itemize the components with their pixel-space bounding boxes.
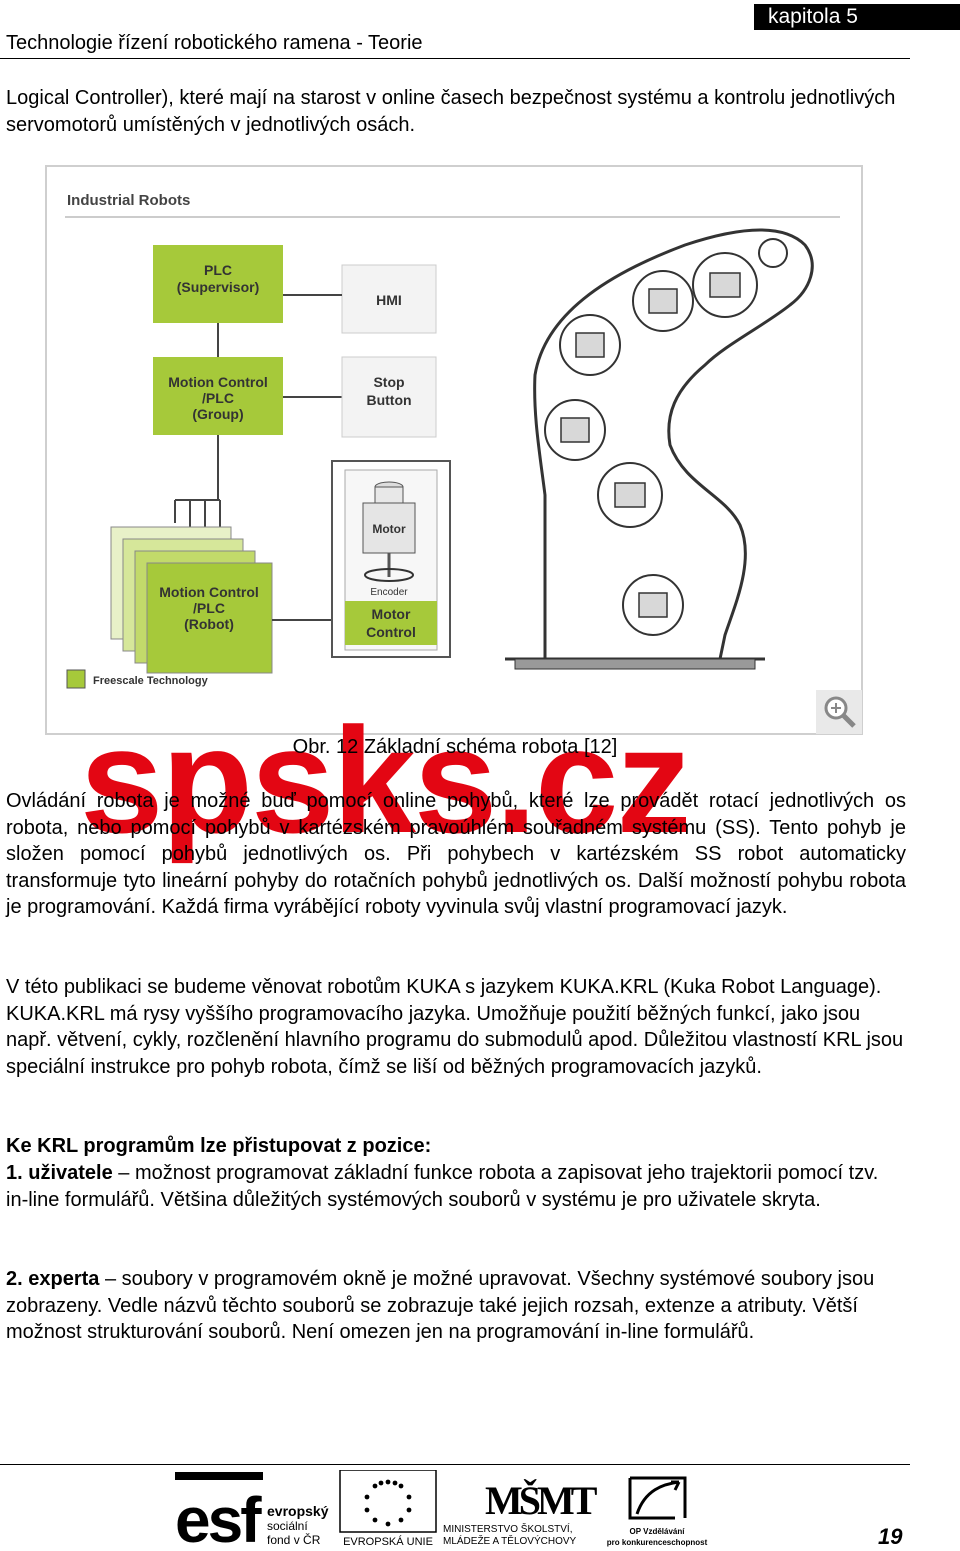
intro-paragraph: Logical Controller), které mají na staro… <box>6 87 896 136</box>
encoder-label: Encoder <box>370 587 408 598</box>
motion-group-box <box>153 357 283 435</box>
op-text-2: pro konkurenceschopnost <box>607 1538 708 1547</box>
access-heading: Ke KRL programům lze přistupovat z pozic… <box>6 1135 432 1157</box>
access-item-user: 1. uživatele – možnost programovat zákla… <box>6 1160 906 1213</box>
stop-label-2: Button <box>366 392 411 408</box>
access-item-expert-label: 2. experta <box>6 1268 100 1290</box>
watermark: spsks.cz <box>80 696 691 864</box>
motor-control-box <box>345 601 437 645</box>
stop-button-box <box>341 356 437 438</box>
op-logo: OP Vzdělávání pro konkurenceschopnost <box>607 1476 708 1547</box>
motor-box <box>362 502 416 554</box>
access-item-user-text: – možnost programovat základní funkce ro… <box>6 1162 879 1211</box>
plc-box <box>153 245 283 323</box>
figure-title: Industrial Robots <box>67 192 190 209</box>
paragraph-control: Ovládání robota je možné buď pomocí onli… <box>6 790 906 919</box>
page-number: 19 <box>878 1524 903 1549</box>
motion-robot-label-1: Motion Control <box>159 584 259 600</box>
legend-label: Freescale Technology <box>93 675 209 687</box>
esf-text-2: sociální <box>267 1519 308 1533</box>
access-item-user-label: 1. uživatele <box>6 1162 113 1184</box>
esf-text-1: evropský <box>267 1503 329 1519</box>
motor-control-label-2: Control <box>366 624 416 640</box>
paragraph-kuka: V této publikaci se budeme věnovat robot… <box>6 976 904 1078</box>
esf-logo: esf evropský sociální fond v ČR <box>175 1472 329 1550</box>
zoom-icon[interactable] <box>816 690 862 734</box>
chapter-badge: kapitola 5 <box>754 4 960 30</box>
motion-group-label-3: (Group) <box>192 406 243 422</box>
motor-control-label-1: Motor <box>372 606 411 622</box>
eu-text: EVROPSKÁ UNIE <box>343 1535 433 1548</box>
access-item-expert: 2. experta – soubory v programovém okně … <box>6 1266 906 1346</box>
header-divider <box>0 58 910 59</box>
footer-logos: esf evropský sociální fond v ČR EVROPSKÁ… <box>175 1470 708 1550</box>
robot-schematic-figure: Industrial Robots PLC (Supervisor) HMI M… <box>45 165 863 735</box>
hmi-label: HMI <box>376 292 402 308</box>
motion-group-label-2: /PLC <box>202 390 234 406</box>
op-text-1: OP Vzdělávání <box>630 1527 686 1536</box>
legend-swatch <box>66 669 86 689</box>
eu-logo: EVROPSKÁ UNIE <box>339 1470 437 1548</box>
access-item-expert-text: – soubory v programovém okně je možné up… <box>6 1268 875 1344</box>
msmt-text-2: MLÁDEŽE A TĚLOVÝCHOVY <box>443 1534 577 1547</box>
motion-robot-label-3: (Robot) <box>184 616 234 632</box>
plc-label-2: (Supervisor) <box>177 279 259 295</box>
motion-robot-label-2: /PLC <box>193 600 225 616</box>
motion-robot-box <box>146 562 273 674</box>
header-title: Technologie řízení robotického ramena - … <box>6 32 423 54</box>
motor-label: Motor <box>372 522 406 536</box>
motion-group-label-1: Motion Control <box>168 374 268 390</box>
figure-caption: Obr. 12 Základní schéma robota [12] <box>292 736 618 758</box>
msmt-logo: MŠMT MINISTERSTVO ŠKOLSTVÍ, MLÁDEŽE A TĚ… <box>443 1478 602 1547</box>
esf-text-3: fond v ČR <box>267 1532 321 1547</box>
msmt-logo-mark: MŠMT <box>485 1478 598 1523</box>
stop-label-1: Stop <box>373 374 404 390</box>
msmt-text-1: MINISTERSTVO ŠKOLSTVÍ, <box>443 1522 572 1535</box>
esf-logo-mark: esf <box>175 1484 262 1550</box>
hmi-box <box>341 264 437 334</box>
footer-divider <box>0 1464 910 1465</box>
plc-label-1: PLC <box>204 262 232 278</box>
